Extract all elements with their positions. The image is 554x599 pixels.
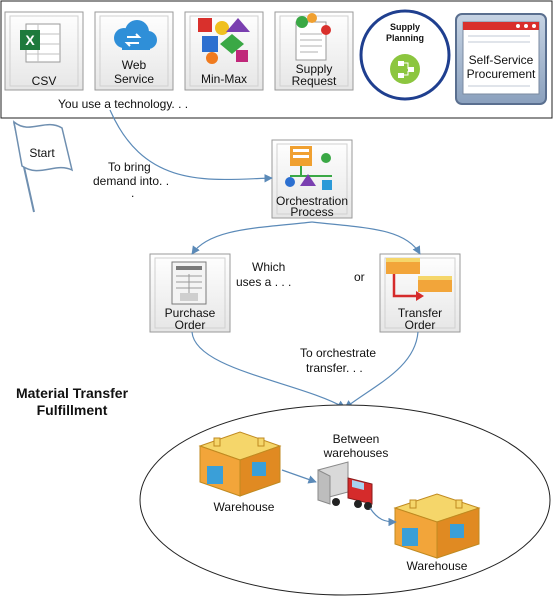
- between-line1: Between: [332, 432, 380, 446]
- svg-text:X: X: [25, 32, 35, 48]
- start-flag-label: Start: [29, 146, 55, 160]
- transfer-order-label-line1: Transfer: [397, 306, 443, 320]
- planning-icon: [390, 54, 420, 84]
- arrow-to-transfer-order: [311, 221, 421, 255]
- section-title-line1: Material Transfer: [15, 385, 129, 401]
- orchestrate-transfer-line1: To orchestrate: [300, 346, 377, 360]
- arrow-from-transfer-order: [344, 331, 419, 409]
- min-max-label: Min-Max: [200, 72, 247, 86]
- supply-request-label-line2: Request: [291, 74, 337, 88]
- arrow-from-purchase-order: [191, 331, 346, 409]
- web-service-label-line1: Web: [121, 58, 147, 72]
- network-icon: [285, 146, 332, 190]
- purchase-order-label-line1: Purchase: [164, 306, 216, 320]
- csv-label: CSV: [31, 74, 57, 88]
- excel-icon: X: [20, 23, 61, 63]
- supply-planning-label-line2: Planning: [386, 33, 424, 43]
- warehouse-left-label: Warehouse: [213, 500, 275, 514]
- truck-icon: [317, 461, 373, 510]
- orchestration-label-line2: Process: [290, 205, 334, 219]
- supply-request-tile: [274, 11, 354, 91]
- web-service-label-line2: Service: [113, 72, 154, 86]
- web-service-tile: [94, 11, 174, 91]
- transfer-warehouses-icon: [386, 258, 452, 301]
- orchestration-process-tile: [271, 139, 353, 219]
- supply-request-label-line1: Supply: [295, 62, 333, 76]
- transfer-order-label-line2: Order: [404, 318, 436, 332]
- technology-caption: You use a technology. . .: [58, 97, 189, 111]
- purchase-document-icon: [171, 261, 207, 305]
- orchestration-label-line1: Orchestration: [275, 194, 349, 208]
- bring-demand-line3: .: [131, 186, 135, 200]
- section-title-line2: Fulfillment: [36, 402, 108, 418]
- arrow-to-orchestration: [109, 109, 273, 183]
- shapes-icon: [198, 18, 250, 64]
- warehouse-right-icon: [393, 493, 481, 559]
- arrow-warehouse-to-truck: [281, 469, 317, 484]
- bring-demand-line2: demand into. .: [93, 174, 170, 188]
- arrow-to-purchase-order: [191, 221, 313, 255]
- start-flag-icon: [12, 120, 74, 213]
- warehouse-right-label: Warehouse: [406, 559, 468, 573]
- purchase-order-label-line2: Order: [174, 318, 206, 332]
- self-service-tile: [455, 13, 547, 105]
- which-uses-line2: uses a . . .: [236, 275, 292, 289]
- orchestrate-transfer-line2: transfer. . .: [306, 361, 363, 375]
- self-service-label-line2: Procurement: [466, 67, 536, 81]
- warehouse-left-icon: [198, 431, 282, 497]
- bring-demand-line1: To bring: [108, 160, 151, 174]
- self-service-label-line1: Self-Service: [468, 53, 534, 67]
- supply-planning-label-line1: Supply: [389, 22, 420, 32]
- transfer-order-tile: [379, 253, 461, 333]
- min-max-tile: [184, 11, 264, 91]
- purchase-order-tile: [149, 253, 231, 333]
- csv-tile: X: [4, 11, 84, 91]
- cloud-icon: [114, 20, 157, 50]
- which-uses-line1: Which: [252, 260, 286, 274]
- arrow-truck-to-warehouse: [369, 507, 397, 527]
- or-label: or: [354, 270, 365, 284]
- document-gear-icon: [295, 13, 331, 61]
- between-line2: warehouses: [323, 446, 389, 460]
- supply-planning-badge: [359, 9, 451, 101]
